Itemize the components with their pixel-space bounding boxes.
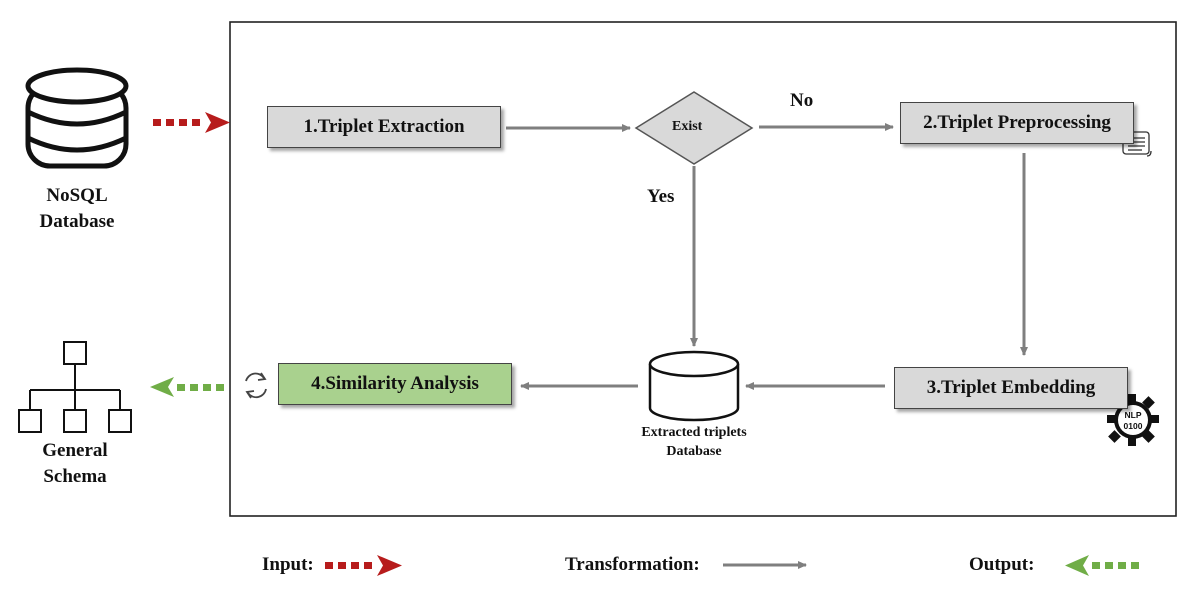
output-arrow [150,377,224,397]
legend-input-arrow [325,555,402,576]
legend-output-arrow [1065,555,1139,576]
nosql-database-label: NoSQL Database [22,183,132,234]
process-frame [229,21,1177,517]
step-triplet-preprocessing-label: 2.Triplet Preprocessing [923,112,1111,133]
exist-label: Exist [672,119,703,134]
nosql-label-line2: Database [39,210,115,232]
step-triplet-extraction-label: 1.Triplet Extraction [303,116,465,137]
nosql-label-line1: NoSQL [46,185,108,206]
nlp-icon-bottom-text: 0100 [1124,421,1143,431]
step-triplet-extraction: 1.Triplet Extraction [267,106,501,148]
schema-tree-icon [18,341,132,433]
input-arrow [153,112,230,133]
triplet-db-label-line2: Database [666,443,722,459]
triplet-db-label-line1: Extracted triplets [641,425,747,440]
database-icon [25,67,129,169]
triplet-database-label: Extracted triplets Database [614,424,774,462]
legend-output-label: Output: [969,554,1035,575]
triplet-database-icon [648,350,740,422]
step-triplet-embedding: 3.Triplet Embedding [894,367,1128,409]
step-similarity-analysis-label: 4.Similarity Analysis [311,373,479,394]
schema-label-line1: General [42,440,108,461]
exist-decision [634,91,754,165]
step-triplet-preprocessing: 2.Triplet Preprocessing [900,102,1134,144]
schema-label-line2: Schema [43,465,107,487]
no-branch-label: No [790,90,814,111]
general-schema-label: General Schema [20,438,130,489]
refresh-icon [245,372,267,399]
legend-transformation-label: Transformation: [565,554,700,575]
legend-input-label: Input: [262,554,314,575]
nlp-icon-top-text: NLP [1125,410,1142,420]
yes-branch-label: Yes [647,186,675,207]
step-triplet-embedding-label: 3.Triplet Embedding [926,377,1096,398]
step-similarity-analysis: 4.Similarity Analysis [278,363,512,405]
